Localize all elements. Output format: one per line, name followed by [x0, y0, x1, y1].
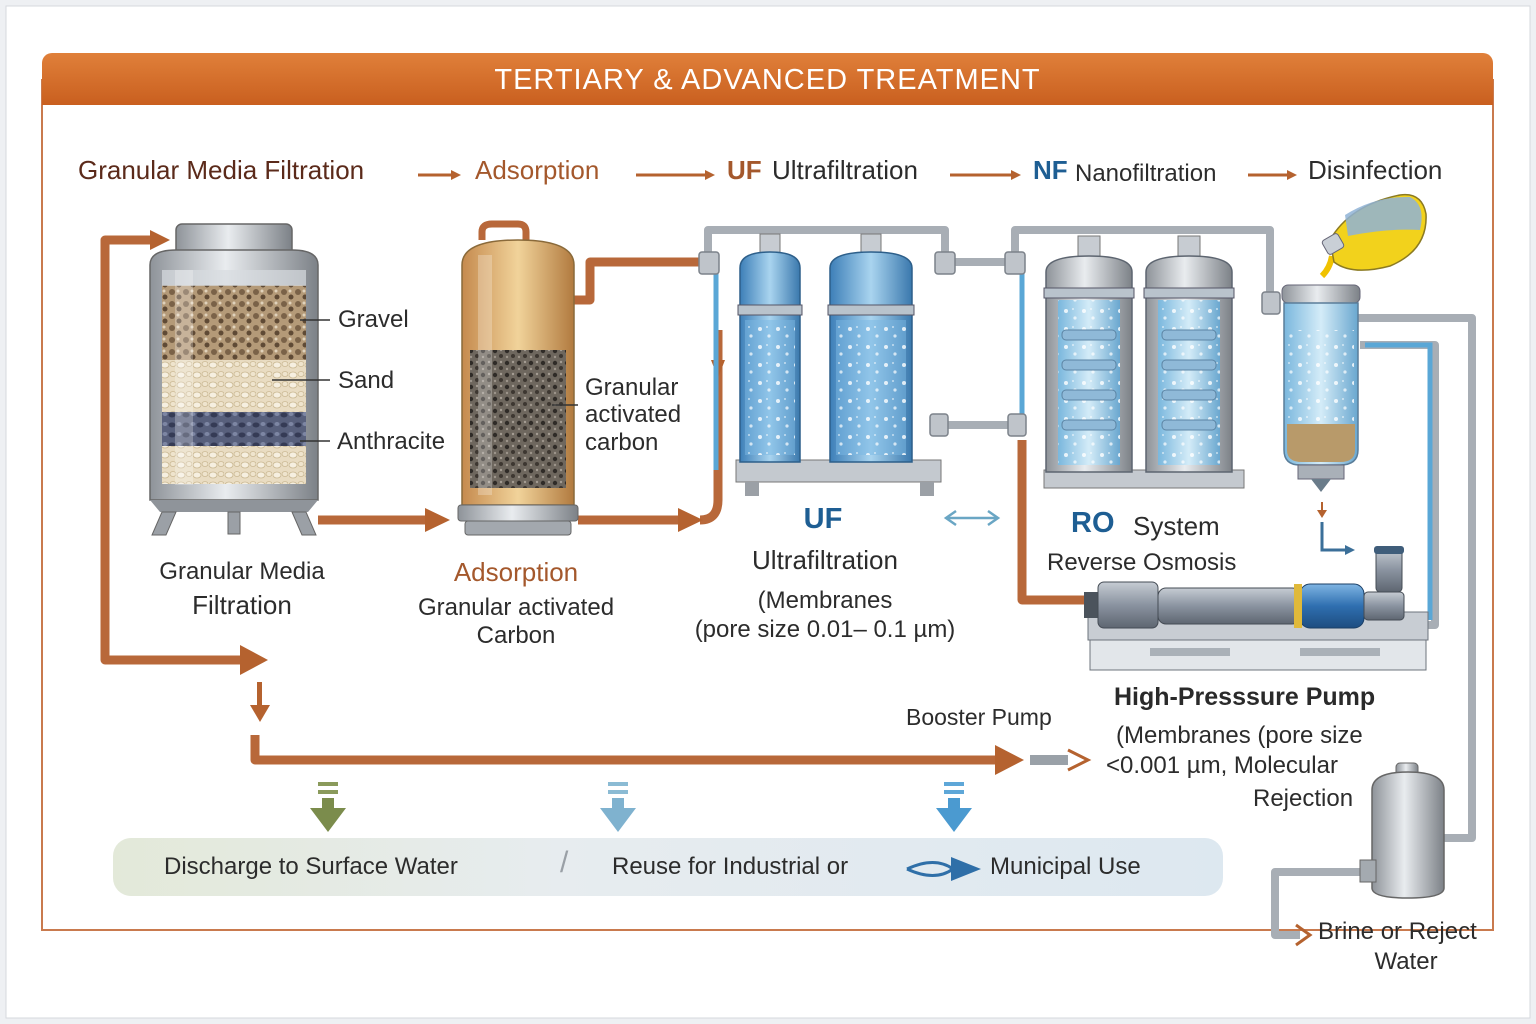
pump-detail-line2: <0.001 µm, Molecular [1106, 752, 1338, 779]
uf-detail-line1: (Membranes [757, 587, 893, 614]
section-banner: TERTIARY & ADVANCED TREATMENT [42, 53, 1493, 105]
pipe-uf-riser [699, 330, 723, 525]
gac-label-line2: activated [585, 401, 682, 428]
filter-caption-line2: Filtration [192, 590, 292, 620]
discharge-arrow-icon [310, 782, 346, 832]
down-arrow-bypass [250, 705, 270, 722]
pipe-ro-feed [1017, 440, 1085, 605]
uf-ro-link-arrow [943, 509, 1001, 527]
booster-pump-label: Booster Pump [906, 704, 1052, 730]
adsorption-caption-line1: Granular activated [417, 594, 615, 621]
reuse-to-municipal-arrow-icon [906, 857, 981, 881]
brine-label-line1: Brine or Reject [1318, 918, 1477, 945]
flow-step-uf-abbr: UF [727, 155, 762, 185]
gac-label-line1: Granular [585, 374, 679, 401]
bypass-pipes [100, 235, 1085, 765]
ro-name: Reverse Osmosis [1047, 549, 1237, 576]
municipal-arrow-icon [936, 782, 972, 832]
adsorption-title: Adsorption [453, 557, 579, 587]
uf-name: Ultrafiltration [752, 545, 898, 575]
outcome-discharge: Discharge to Surface Water [164, 853, 458, 880]
outcome-municipal: Municipal Use [990, 853, 1141, 880]
bypass-pipe-left [100, 235, 248, 665]
gac-label-line3: carbon [585, 429, 659, 456]
pipe-gac-top [565, 257, 705, 305]
flow-step-uf-name: Ultrafiltration [772, 155, 918, 185]
ro-abbr: RO [1071, 507, 1115, 539]
uf-detail-line2: (pore size 0.01– 0.1 µm) [694, 616, 956, 643]
disinfection-vessel [1281, 193, 1427, 492]
flow-step-nf-name: Nanofiltration [1075, 160, 1217, 187]
label-anthracite: Anthracite [337, 428, 446, 455]
ro-system-label: System [1133, 511, 1220, 541]
media-filter-tank [149, 223, 319, 536]
outcome-bar [113, 838, 1223, 896]
brine-label-line2: Water [1374, 948, 1438, 975]
gac-tank [457, 220, 579, 536]
adsorption-caption-line2: Carbon [476, 622, 556, 649]
flow-step-disinfection: Disinfection [1308, 155, 1443, 185]
flow-step-nf-abbr: NF [1033, 155, 1068, 185]
high-pressure-pump [1084, 546, 1429, 671]
bypass-pipe-bottom [250, 735, 1000, 765]
booster-pump-pipe [1030, 755, 1068, 765]
pump-title: High-Presssure Pump [1114, 683, 1376, 711]
outcome-divider: / [560, 846, 569, 879]
flow-step-adsorption: Adsorption [475, 155, 600, 185]
uf-vessels [735, 233, 942, 496]
brine-tank [1359, 762, 1445, 899]
reuse-arrow-icon [600, 782, 636, 832]
outcome-reuse: Reuse for Industrial or [612, 853, 849, 880]
pump-detail-line1: (Membranes (pore size [1116, 722, 1363, 749]
label-sand: Sand [338, 367, 395, 394]
pump-detail-line3: Rejection [1253, 785, 1354, 812]
filter-caption-line1: Granular Media [159, 558, 325, 585]
outcome-arrows [310, 782, 972, 832]
label-gravel: Gravel [338, 306, 409, 333]
flow-step-media-filtration: Granular Media Filtration [78, 155, 365, 185]
ro-vessels [1043, 235, 1245, 489]
uf-abbr: UF [803, 503, 843, 535]
